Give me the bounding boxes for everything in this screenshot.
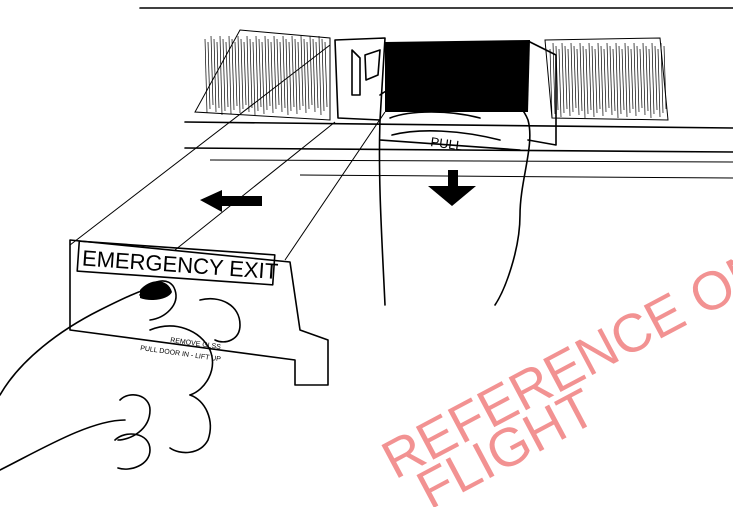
left-hand-holding xyxy=(0,281,240,470)
arrow-down-icon xyxy=(428,170,476,206)
exit-opening-frame xyxy=(335,38,556,145)
cabin-wall-left xyxy=(195,30,330,120)
emergency-exit-placard: EMERGENCY EXIT xyxy=(77,241,279,285)
cabin-wall-right xyxy=(545,38,668,120)
instruction-line-1: REMOVE GLSS xyxy=(170,337,222,351)
arrow-down-left-icon xyxy=(200,190,262,212)
